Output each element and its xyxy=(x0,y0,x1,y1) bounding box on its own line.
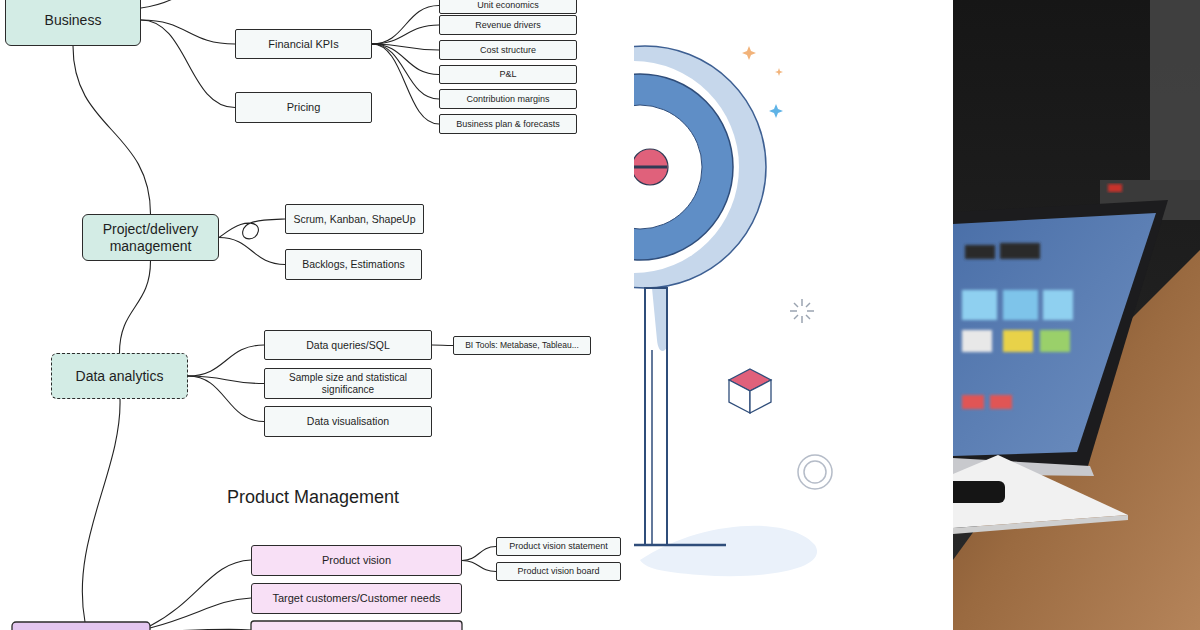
node-text: Data visualisation xyxy=(307,415,389,427)
branch-connector xyxy=(462,547,496,561)
node-text: Business xyxy=(45,12,102,28)
branch-connector xyxy=(432,344,453,346)
branch-connector xyxy=(462,561,496,572)
node-text: BI Tools: Metabase, Tableau... xyxy=(465,341,579,351)
branch-connector xyxy=(372,44,439,124)
leaf-box: Cost structure xyxy=(439,40,577,60)
node-text: Business plan & forecasts xyxy=(456,119,560,129)
leaf-box: P&L xyxy=(439,65,577,84)
node-text: P&L xyxy=(499,69,516,79)
node-text: Data queries/SQL xyxy=(306,339,389,351)
subtopic-box: Backlogs, Estimations xyxy=(285,249,422,280)
subtopic-box: Financial KPIs xyxy=(235,29,372,59)
node-text: Product vision board xyxy=(517,566,599,576)
subtopic-box: Product vision xyxy=(251,545,462,576)
target-ring xyxy=(634,61,739,273)
node-text: Cost structure xyxy=(480,45,536,55)
node-text: Unit economics xyxy=(477,0,539,10)
sparkle xyxy=(769,104,783,118)
branch-connector xyxy=(372,44,439,75)
node-text: Sample size and statistical significance xyxy=(268,372,428,395)
branch-connector xyxy=(188,376,264,422)
node-text: Financial KPIs xyxy=(268,38,338,51)
pole-base xyxy=(634,544,726,547)
target-ring xyxy=(634,74,733,260)
node-layer: BusinessFinancial KPIs Unit economicsReve… xyxy=(0,0,634,630)
ring-icon xyxy=(804,461,826,483)
branch-connector xyxy=(219,238,285,265)
pole-shadow xyxy=(652,288,668,351)
target-ring xyxy=(634,105,702,229)
target-ring xyxy=(634,46,766,288)
leaf-box: BI Tools: Metabase, Tableau... xyxy=(453,336,591,355)
node-text: Target customers/Customer needs xyxy=(272,592,440,605)
target-illustration xyxy=(634,46,832,576)
subtopic-box: Target customers/Customer needs xyxy=(251,583,462,614)
branch-connector xyxy=(372,25,439,44)
topic-box: Project/delivery management xyxy=(82,214,219,261)
branch-connector xyxy=(372,44,439,99)
branch-line xyxy=(150,560,251,626)
target-pole xyxy=(645,288,667,545)
dart xyxy=(634,166,667,169)
node-text: Project/delivery management xyxy=(86,221,215,253)
branch-line xyxy=(150,598,251,628)
ring-icon xyxy=(798,455,832,489)
branch-connector xyxy=(120,261,151,353)
node-text: Contribution margins xyxy=(466,94,549,104)
topic-box: Data analytics xyxy=(51,353,188,399)
node-text: Scrum, Kanban, ShapeUp xyxy=(294,213,416,225)
node-text: Revenue drivers xyxy=(475,20,541,30)
leaf-box: Unit economics xyxy=(439,0,577,14)
subtopic-box: Scrum, Kanban, ShapeUp xyxy=(285,204,424,234)
target-pole xyxy=(651,350,653,545)
subtopic-box: Data visualisation xyxy=(264,406,432,437)
leaf-box: Product vision statement xyxy=(496,537,621,556)
section-heading: Product Management xyxy=(227,487,399,508)
cut-off-box xyxy=(12,622,150,630)
cube-icon xyxy=(729,369,771,413)
leaf-box: Business plan & forecasts xyxy=(439,114,577,134)
sparkle xyxy=(742,46,756,60)
laptop-photo xyxy=(953,0,1200,630)
burst-icon xyxy=(790,299,814,323)
node-text: Product vision xyxy=(322,554,391,567)
branch-connector xyxy=(372,6,439,45)
branch-connector xyxy=(219,219,285,239)
sparkle xyxy=(775,68,783,76)
subtopic-box: Pricing xyxy=(235,92,372,123)
branch-connector xyxy=(141,20,235,108)
node-text: Product vision statement xyxy=(509,541,608,551)
branch-line xyxy=(150,629,251,630)
mindmap-decor xyxy=(82,0,251,630)
node-text: Data analytics xyxy=(76,368,164,384)
topic-box: Business xyxy=(5,0,141,46)
branch-connector xyxy=(188,345,264,376)
branch-connector xyxy=(73,46,151,214)
leaf-box: Contribution margins xyxy=(439,89,577,109)
leaf-box: Revenue drivers xyxy=(439,15,577,35)
node-text: Pricing xyxy=(287,101,321,114)
subtopic-box: Data queries/SQL xyxy=(264,330,432,360)
subtopic-box: Sample size and statistical significance xyxy=(264,368,432,399)
branch-line xyxy=(82,399,120,622)
leaf-box: Product vision board xyxy=(496,562,621,581)
cut-off-box xyxy=(251,621,462,630)
node-text: Backlogs, Estimations xyxy=(302,258,405,270)
branch-line xyxy=(141,0,178,8)
